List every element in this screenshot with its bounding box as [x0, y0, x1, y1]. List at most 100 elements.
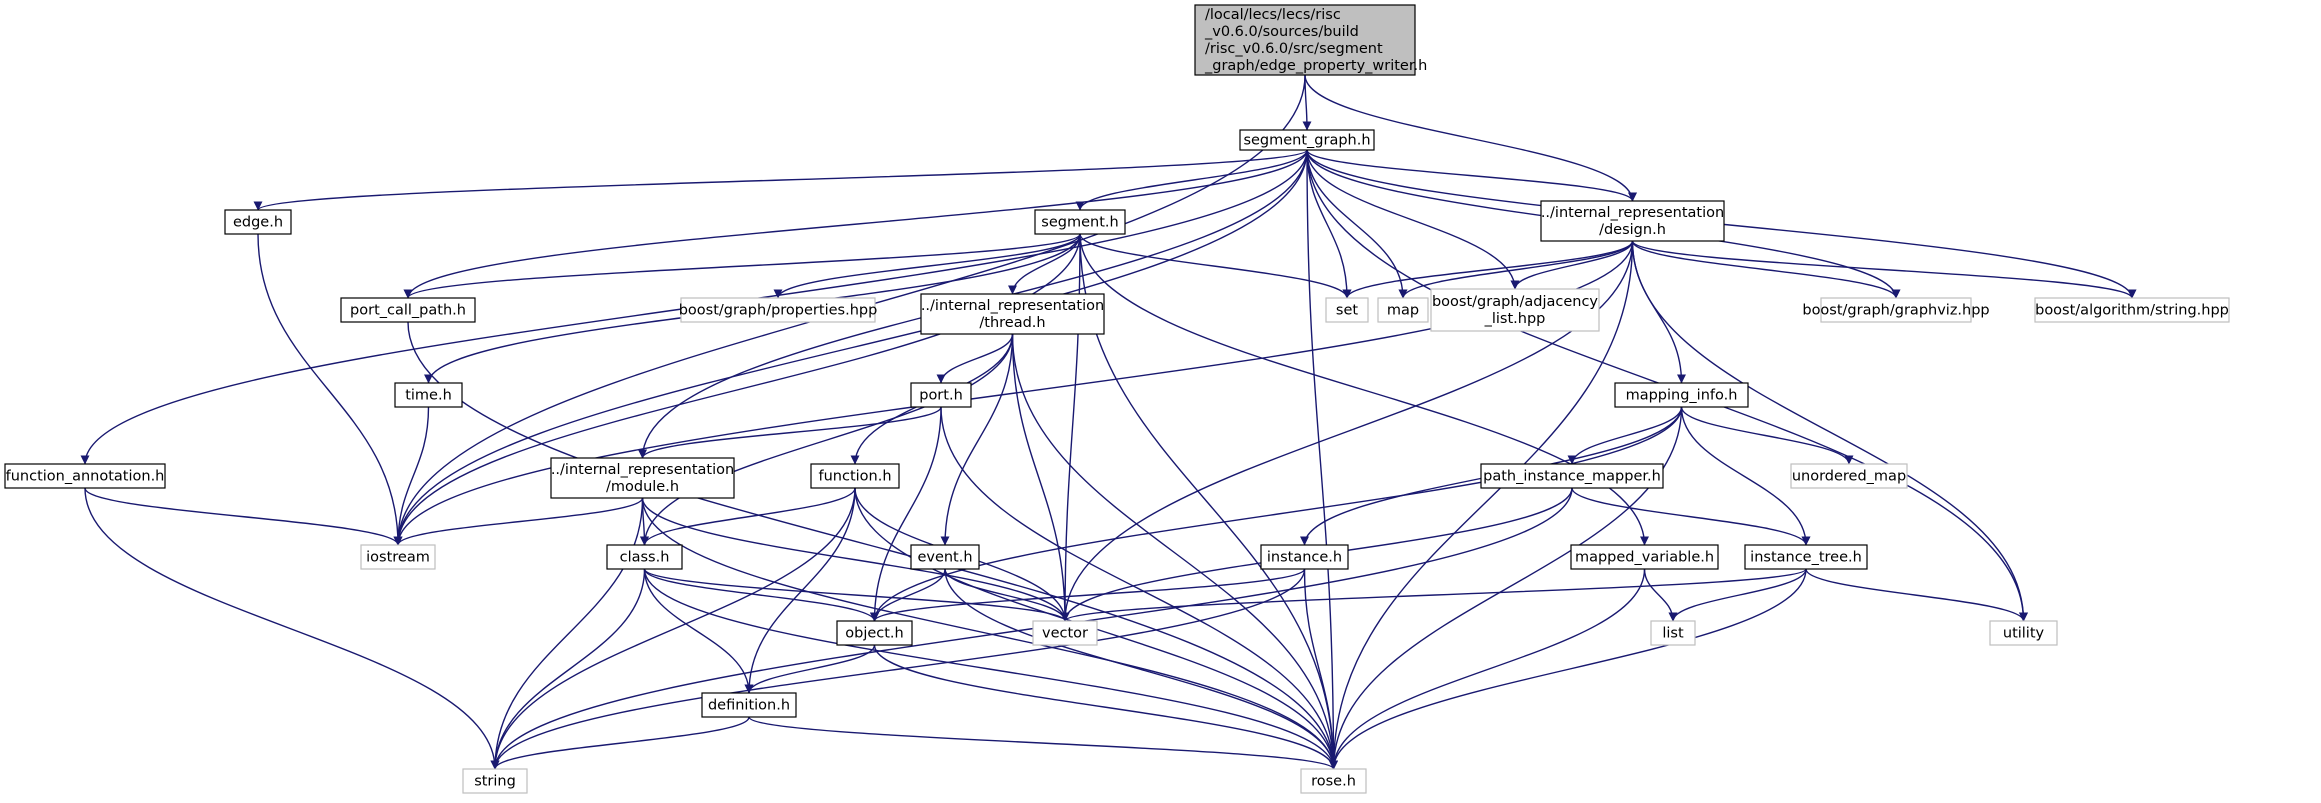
edge-edge-to-iostream — [257, 233, 403, 546]
node-design[interactable]: ../internal_representation/design.h — [1540, 200, 1725, 242]
node-iostream[interactable]: iostream — [360, 544, 436, 570]
edge-design-to-algostring — [1631, 240, 2137, 299]
node-box — [1540, 200, 1725, 242]
node-label: segment.h — [1041, 215, 1118, 231]
edge-path-instance-mapper-to-instance-tree — [1571, 487, 1811, 546]
node-time[interactable]: time.h — [394, 382, 463, 408]
nodes-layer: /local/lecs/lecs/risc_v0.6.0/sources/bui… — [4, 4, 2230, 794]
node-instance-tree[interactable]: instance_tree.h — [1744, 544, 1868, 570]
node-adjlist[interactable]: boost/graph/adjacency_list.hpp — [1430, 288, 1600, 332]
node-label: ../internal_representation — [1541, 205, 1724, 221]
node-thread[interactable]: ../internal_representation/thread.h — [920, 293, 1105, 335]
node-label: edge.h — [233, 215, 283, 231]
edge-instance-tree-to-vector — [1060, 568, 1807, 622]
edge-design-to-rose — [1329, 240, 1634, 770]
node-label: iostream — [366, 550, 430, 566]
edge-thread-to-class — [640, 333, 1014, 546]
edge-thread-to-rose — [1011, 333, 1338, 770]
node-definition[interactable]: definition.h — [701, 692, 797, 718]
node-box — [1034, 209, 1126, 235]
edge-class-to-vector — [643, 568, 1070, 622]
node-label: /local/lecs/lecs/risc — [1205, 7, 1341, 23]
node-label: boost/graph/adjacency — [1432, 294, 1598, 310]
node-object[interactable]: object.h — [836, 620, 913, 646]
node-box — [2034, 297, 2230, 323]
node-label: segment_graph.h — [1243, 133, 1370, 149]
node-box — [1032, 620, 1098, 646]
node-box — [680, 297, 876, 323]
node-label: list — [1662, 626, 1684, 642]
node-box — [462, 768, 528, 794]
node-props[interactable]: boost/graph/properties.hpp — [679, 297, 878, 323]
edge-instance-to-rose — [1303, 568, 1338, 770]
node-box — [340, 297, 476, 323]
edge-time-to-iostream — [393, 406, 430, 546]
node-function-annotation[interactable]: function_annotation.h — [4, 463, 166, 489]
node-label: definition.h — [708, 698, 790, 714]
node-box — [1790, 463, 1908, 489]
node-list[interactable]: list — [1650, 620, 1696, 646]
node-label: boost/graph/properties.hpp — [679, 303, 878, 319]
node-path-instance-mapper[interactable]: path_instance_mapper.h — [1480, 463, 1664, 489]
node-segment[interactable]: segment.h — [1034, 209, 1126, 235]
edge-event-to-object — [870, 568, 946, 622]
node-label: set — [1336, 303, 1358, 319]
node-box — [810, 463, 900, 489]
node-module[interactable]: ../internal_representation/module.h — [550, 457, 735, 499]
node-label: _list.hpp — [1484, 311, 1546, 327]
edge-instance-tree-to-rose — [1329, 568, 1807, 770]
node-port-call-path[interactable]: port_call_path.h — [340, 297, 476, 323]
node-map[interactable]: map — [1377, 297, 1429, 323]
node-string[interactable]: string — [462, 768, 528, 794]
node-segment-graph[interactable]: segment_graph.h — [1239, 129, 1375, 151]
edge-function-annotation-to-string — [84, 487, 500, 770]
edge-segment-to-thread — [1008, 233, 1081, 295]
node-label: mapping_info.h — [1626, 388, 1738, 404]
node-label: /risc_v0.6.0/src/segment — [1205, 41, 1383, 57]
edge-mapping-info-to-unordered-map — [1680, 406, 1854, 465]
edge-port-to-rose — [940, 406, 1338, 770]
edge-object-to-definition — [744, 644, 876, 694]
node-vector[interactable]: vector — [1032, 620, 1098, 646]
node-box — [1570, 544, 1719, 570]
node-edge[interactable]: edge.h — [224, 209, 292, 235]
edge-function-annotation-to-iostream — [84, 487, 403, 546]
node-function[interactable]: function.h — [810, 463, 900, 489]
node-event[interactable]: event.h — [910, 544, 980, 570]
edge-segment-to-iostream — [393, 233, 1081, 546]
node-label: ../internal_representation — [551, 462, 734, 478]
edge-function-to-class — [640, 487, 856, 546]
node-label: _graph/edge_property_writer.h — [1204, 58, 1427, 74]
edge-mapping-info-to-object — [870, 406, 1683, 622]
node-unordered-map[interactable]: unordered_map — [1790, 463, 1908, 489]
edge-instance-tree-to-utility — [1805, 568, 2028, 622]
node-mapped-variable[interactable]: mapped_variable.h — [1570, 544, 1719, 570]
node-box — [550, 457, 735, 499]
node-rose[interactable]: rose.h — [1300, 768, 1367, 794]
node-mapping-info[interactable]: mapping_info.h — [1614, 382, 1749, 408]
node-port[interactable]: port.h — [910, 382, 972, 408]
node-root[interactable]: /local/lecs/lecs/risc_v0.6.0/sources/bui… — [1194, 4, 1427, 76]
edge-root-to-design — [1304, 74, 1637, 202]
node-class[interactable]: class.h — [606, 544, 683, 570]
node-instance[interactable]: instance.h — [1260, 544, 1349, 570]
edge-mapped-variable-to-rose — [1329, 568, 1646, 770]
edge-instance-to-string — [490, 568, 1306, 770]
node-label: instance_tree.h — [1750, 550, 1862, 566]
node-label: /module.h — [606, 479, 679, 495]
node-label: map — [1387, 303, 1419, 319]
edge-segment-graph-to-set — [1306, 149, 1352, 299]
node-box — [1260, 544, 1349, 570]
edge-mapping-info-to-path-instance-mapper — [1567, 406, 1683, 465]
edge-thread-to-event — [940, 333, 1014, 546]
edge-segment-graph-to-port-call-path — [403, 149, 1308, 299]
node-algostring[interactable]: boost/algorithm/string.hpp — [2034, 297, 2230, 323]
node-label: /thread.h — [979, 315, 1045, 331]
node-set[interactable]: set — [1325, 297, 1369, 323]
edge-segment-graph-to-map — [1306, 149, 1408, 299]
node-label: port_call_path.h — [350, 303, 466, 319]
node-graphviz[interactable]: boost/graph/graphviz.hpp — [1802, 297, 1990, 323]
node-box — [1480, 463, 1664, 489]
node-utility[interactable]: utility — [1989, 620, 2058, 646]
